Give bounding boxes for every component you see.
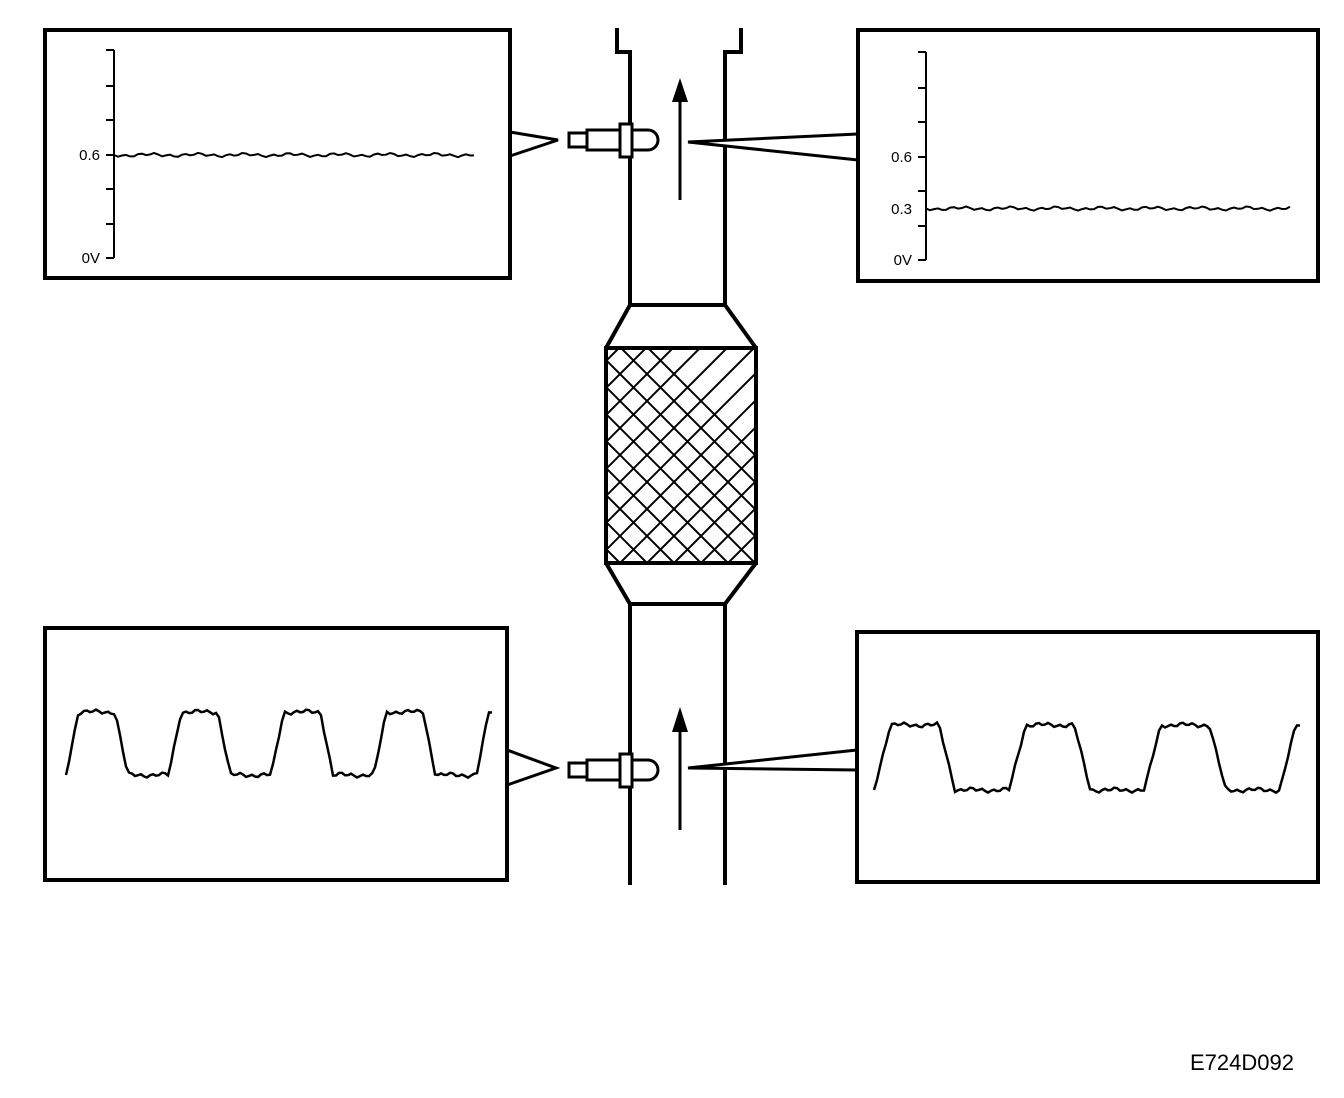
scope-axis <box>106 49 115 259</box>
catalytic-converter <box>604 303 758 606</box>
voltage-trace <box>64 708 493 780</box>
flow-arrow-icon <box>672 78 688 200</box>
tick-label: 0V <box>894 252 912 269</box>
voltage-trace <box>872 720 1301 795</box>
scope-bottom-right <box>855 630 1320 884</box>
oxygen-sensor-icon <box>567 752 660 789</box>
flow-arrow-icon <box>672 707 688 830</box>
exhaust-pipe <box>615 28 743 885</box>
scope-bottom-left <box>43 626 509 882</box>
tick-label: 0.6 <box>79 147 100 164</box>
scope-top-left: 0.6 0V <box>43 28 512 280</box>
scope-axis <box>918 51 927 261</box>
figure-code: E724D092 <box>1190 1050 1294 1075</box>
scope-top-right: 0.6 0.3 0V <box>856 28 1320 283</box>
oxygen-sensor-icon <box>567 122 660 159</box>
voltage-trace <box>113 151 475 159</box>
tick-label: 0.6 <box>891 149 912 166</box>
callout-pointers <box>506 130 859 787</box>
tick-label: 0.3 <box>891 201 912 218</box>
catalyst-honeycomb <box>607 350 756 563</box>
voltage-trace <box>925 205 1291 212</box>
tick-label: 0V <box>82 250 100 267</box>
